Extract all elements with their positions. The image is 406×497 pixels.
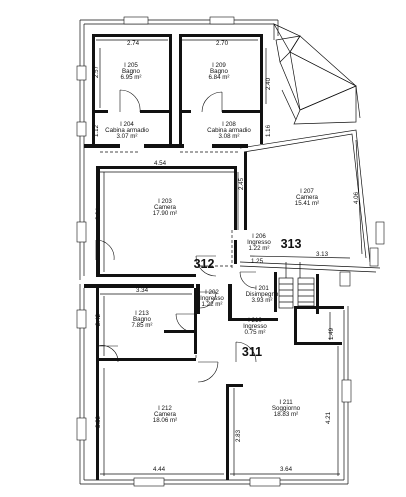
dim-313: 3.13 [316, 251, 329, 258]
room-i205-id: I 205 [124, 62, 138, 69]
dimension-labels: 2.74 2.70 2.57 2.40 1.12 1.16 4.54 3.94 … [93, 40, 360, 473]
dim-274: 2.74 [127, 40, 140, 47]
room-i202-name: Ingresso [200, 295, 224, 302]
room-i203-area: 17.90 m² [153, 210, 177, 217]
dashed-lines [100, 151, 240, 360]
dim-364: 3.64 [280, 466, 293, 473]
room-i204-area: 3.07 m² [117, 133, 138, 140]
room-i202-id: I 202 [205, 289, 219, 296]
room-i209-name: Bagno [210, 68, 228, 75]
dim-112: 1.12 [93, 124, 100, 137]
dim-283: 2.83 [235, 429, 242, 442]
dim-257: 2.57 [93, 65, 100, 78]
room-i210-id: I 210 [248, 317, 262, 324]
dim-270: 2.70 [216, 40, 229, 47]
room-i202-area: 1.22 m² [202, 301, 223, 308]
roof-canopy [273, 23, 361, 125]
room-i208-area: 3.08 m² [219, 133, 240, 140]
dim-245: 2.45 [238, 177, 245, 190]
room-i206-name: Ingresso [247, 239, 271, 246]
dim-334: 3.34 [136, 287, 149, 294]
room-i210-name: Ingresso [243, 323, 267, 330]
room-i204-id: I 204 [120, 121, 134, 128]
room-i212-area: 18.06 m² [153, 417, 177, 424]
dim-125: 1.25 [251, 258, 264, 265]
room-i205-name: Bagno [122, 68, 140, 75]
room-i211-name: Soggiorno [272, 405, 301, 412]
room-i207-name: Camera [296, 194, 319, 201]
room-i210-area: 0.75 m² [245, 329, 266, 336]
dim-406: 4.06 [353, 191, 360, 204]
room-labels: I 205 Bagno 6.95 m² I 209 Bagno 6.84 m² … [105, 62, 319, 424]
room-i201-name: Disimpegno [246, 291, 279, 298]
dimension-lines [96, 39, 363, 476]
room-i203-name: Camera [154, 204, 177, 211]
room-i213-area: 7.85 m² [132, 322, 153, 329]
room-i201-area: 3.93 m² [252, 297, 273, 304]
room-i205-area: 6.95 m² [121, 74, 142, 81]
unit-numbers: 313 312 311 [194, 237, 302, 359]
room-i208-id: I 208 [222, 121, 236, 128]
room-i212-name: Camera [154, 411, 177, 418]
room-i201-id: I 201 [255, 285, 269, 292]
room-i203-id: I 203 [158, 198, 172, 205]
room-i206-area: 1.22 m² [249, 245, 270, 252]
exterior-walls [79, 19, 381, 485]
interior-walls [84, 34, 344, 480]
unit-label-313: 313 [281, 237, 302, 251]
unit-label-311: 311 [242, 345, 262, 359]
windows [76, 16, 385, 487]
room-i211-id: I 211 [279, 399, 293, 406]
room-i209-area: 6.84 m² [209, 74, 230, 81]
dim-444: 4.44 [153, 466, 166, 473]
unit-label-312: 312 [194, 257, 215, 271]
dim-421: 4.21 [325, 411, 332, 424]
dim-240: 2.40 [265, 77, 272, 90]
room-i213-id: I 213 [135, 310, 149, 317]
room-i212-id: I 212 [158, 405, 172, 412]
doors [95, 89, 257, 383]
room-i208-name: Cabina armadio [207, 127, 251, 134]
room-i209-id: I 209 [212, 62, 226, 69]
room-i207-id: I 207 [300, 188, 314, 195]
room-i206-id: I 206 [252, 233, 266, 240]
dim-454: 4.54 [154, 160, 167, 167]
dim-394: 3.94 [95, 207, 102, 220]
room-i204-name: Cabina armadio [105, 127, 149, 134]
room-i213-name: Bagno [133, 316, 151, 323]
dim-116: 1.16 [265, 124, 272, 137]
room-i211-area: 18.83 m² [274, 411, 298, 418]
dim-149: 1.49 [328, 327, 335, 340]
dim-389: 3.89 [95, 415, 102, 428]
dim-242: 2.42 [95, 313, 102, 326]
staircase [278, 262, 315, 309]
room-i207-area: 15.41 m² [295, 200, 319, 207]
